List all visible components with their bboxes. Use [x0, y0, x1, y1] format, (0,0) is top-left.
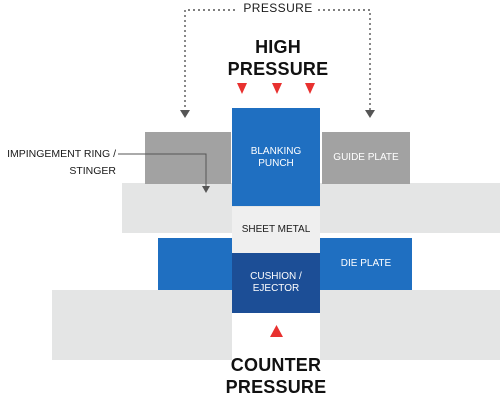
arrow-down-right-icon	[365, 110, 375, 118]
impingement-ring-block	[145, 132, 231, 184]
sheet-metal-label: SHEET METAL	[241, 223, 311, 235]
high-pressure-label: HIGH PRESSURE	[227, 37, 329, 79]
guide-plate-block	[322, 132, 410, 184]
left-die-block	[158, 238, 232, 290]
sheet-metal-block	[232, 207, 320, 253]
cushion-ejector-block	[232, 253, 320, 313]
dotted-line-right	[318, 9, 371, 112]
red-arrow-down-icon	[237, 83, 247, 94]
red-arrow-up-icon	[270, 325, 283, 337]
arrow-down-left-icon	[180, 110, 190, 118]
red-arrow-down-icon	[272, 83, 282, 94]
pressure-top-label: PRESSURE	[243, 1, 313, 15]
die-plate-label: DIE PLATE	[340, 257, 392, 269]
red-arrow-down-icon	[305, 83, 315, 94]
guide-plate-label: GUIDE PLATE	[333, 151, 399, 163]
blanking-punch-label: BLANKING PUNCH	[250, 145, 302, 170]
pressure-dotted-lines	[184, 9, 371, 112]
cushion-ejector-label: CUSHION / EJECTOR	[250, 270, 302, 295]
dotted-line-left	[184, 9, 238, 112]
counter-pressure-label: COUNTER PRESSURE	[225, 355, 327, 397]
die-plate-block	[320, 238, 412, 290]
impingement-ring-label: IMPINGEMENT RING / STINGER	[7, 148, 116, 177]
blanking-punch-block	[232, 108, 320, 206]
leader-arrow-icon	[202, 186, 210, 193]
impingement-leader-line	[118, 153, 207, 188]
